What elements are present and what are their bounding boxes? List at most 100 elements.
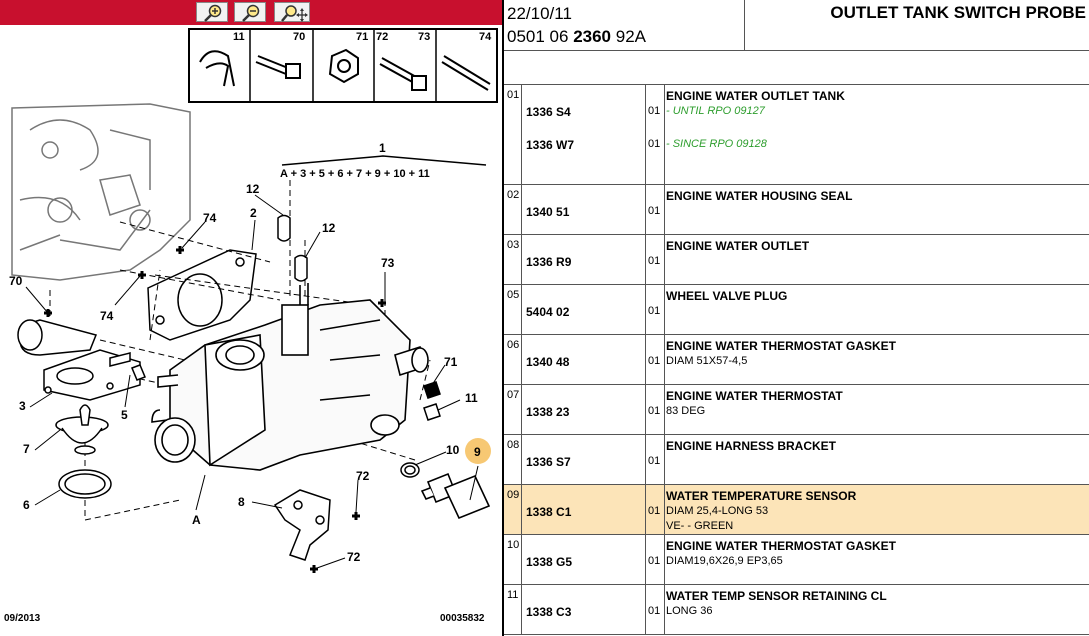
hardware-inset: 11 70 71 72 73 74 bbox=[188, 28, 498, 103]
part-reference: 1336 W7 bbox=[526, 138, 575, 152]
row-index: 07 bbox=[504, 385, 522, 434]
part-quantity: 01 bbox=[648, 505, 661, 517]
part-detail: DIAM 25,4-LONG 53 bbox=[666, 505, 769, 517]
inset-number: 70 bbox=[293, 31, 305, 43]
header-divider bbox=[504, 50, 1089, 51]
callout-label: 11 bbox=[465, 391, 478, 405]
row-index: 08 bbox=[504, 435, 522, 484]
callout-label: 9 bbox=[474, 445, 481, 459]
row-reference-cell: 1338 C1 bbox=[522, 485, 646, 534]
callout-label: 8 bbox=[238, 495, 245, 509]
row-index: 02 bbox=[504, 185, 522, 234]
zoom-pan-button[interactable] bbox=[274, 2, 310, 22]
callout-label: 70 bbox=[9, 274, 23, 288]
callout-label: 7 bbox=[23, 442, 30, 456]
row-reference-cell: 1338 C3 bbox=[522, 585, 646, 634]
callout-label: 12 bbox=[322, 221, 336, 235]
part-reference: 1338 C1 bbox=[526, 505, 572, 519]
part-name: WATER TEMP SENSOR RETAINING CL bbox=[666, 589, 887, 603]
row-quantity-cell: 01 bbox=[645, 335, 665, 384]
row-quantity-cell: 01 bbox=[645, 435, 665, 484]
row-description-cell: ENGINE WATER OUTLET TANK- UNTIL RPO 0912… bbox=[664, 85, 1089, 184]
part-quantity: 01 bbox=[648, 138, 661, 150]
zoom-move-icon bbox=[281, 5, 308, 22]
inset-number: 73 bbox=[418, 31, 430, 43]
part-reference: 1336 S4 bbox=[526, 105, 571, 119]
callout-label: 2 bbox=[250, 206, 257, 220]
part-reference: 1336 R9 bbox=[526, 255, 572, 269]
row-description-cell: ENGINE WATER OUTLET bbox=[664, 235, 1089, 284]
engine-block-drawing bbox=[11, 103, 191, 281]
callout-label: 74 bbox=[203, 211, 217, 225]
header-date: 22/10/11 bbox=[507, 4, 572, 23]
part-reference: 5404 02 bbox=[526, 305, 570, 319]
inset-number: 72 bbox=[376, 31, 388, 43]
part-quantity: 01 bbox=[648, 105, 661, 117]
zoom-in-button[interactable] bbox=[196, 2, 228, 22]
row-quantity-cell: 01 bbox=[645, 385, 665, 434]
callout-label: 72 bbox=[356, 469, 370, 483]
part-detail: 83 DEG bbox=[666, 405, 706, 417]
gasket-drawing bbox=[147, 249, 257, 341]
row-reference-cell: 1336 R9 bbox=[522, 235, 646, 284]
ref-bold: 2360 bbox=[573, 27, 612, 46]
diagram-date: 09/2013 bbox=[4, 613, 41, 624]
row-quantity-cell: 01 bbox=[645, 585, 665, 634]
small-parts-drawing bbox=[17, 214, 441, 561]
part-quantity: 01 bbox=[648, 455, 661, 467]
header-reference: 0501 06 2360 92A bbox=[507, 27, 646, 47]
row-quantity-cell: 01 bbox=[645, 485, 665, 534]
zoom-out-button[interactable] bbox=[234, 2, 266, 22]
callout-label: 74 bbox=[100, 309, 114, 323]
zoom-in-icon bbox=[204, 4, 222, 22]
part-reference: 1338 23 bbox=[526, 405, 570, 419]
row-reference-cell: 1336 S7 bbox=[522, 435, 646, 484]
group-bracket: 1 A + 3 + 5 + 6 + 7 + 9 + 10 + 11 bbox=[280, 141, 487, 180]
part-name: ENGINE WATER THERMOSTAT GASKET bbox=[666, 339, 896, 353]
table-row[interactable]: 02 1340 51 01 ENGINE WATER HOUSING SEAL bbox=[504, 185, 1089, 235]
row-index: 05 bbox=[504, 285, 522, 334]
row-quantity-cell: 01 bbox=[645, 185, 665, 234]
part-name: ENGINE WATER HOUSING SEAL bbox=[666, 189, 853, 203]
part-name: WATER TEMPERATURE SENSOR bbox=[666, 489, 857, 503]
part-name: WHEEL VALVE PLUG bbox=[666, 289, 788, 303]
callout-label: 10 bbox=[446, 443, 460, 457]
row-index: 03 bbox=[504, 235, 522, 284]
part-quantity: 01 bbox=[648, 405, 661, 417]
part-reference: 1336 S7 bbox=[526, 455, 571, 469]
ref-prefix: 0501 06 bbox=[507, 27, 569, 46]
row-description-cell: ENGINE HARNESS BRACKET bbox=[664, 435, 1089, 484]
selected-part-highlight bbox=[465, 438, 491, 464]
callout-label: 5 bbox=[121, 408, 128, 422]
row-quantity-cell: 01 bbox=[645, 535, 665, 584]
part-name: ENGINE WATER OUTLET bbox=[666, 239, 810, 253]
part-quantity: 01 bbox=[648, 555, 661, 567]
part-quantity: 01 bbox=[648, 305, 661, 317]
inset-number: 74 bbox=[479, 31, 492, 43]
diagram-toolbar bbox=[0, 0, 502, 25]
row-index: 10 bbox=[504, 535, 522, 584]
diagram-panel: 11 70 71 72 73 74 1 A + 3 + 5 + 6 + 7 + … bbox=[0, 0, 502, 636]
part-reference: 1340 48 bbox=[526, 355, 570, 369]
row-reference-cell: 1336 S4 1336 W7 bbox=[522, 85, 646, 184]
row-quantity-cell: 01 bbox=[645, 235, 665, 284]
table-row[interactable]: 05 5404 02 01 WHEEL VALVE PLUG bbox=[504, 285, 1089, 335]
group-number: 1 bbox=[379, 141, 386, 155]
part-reference: 1340 51 bbox=[526, 205, 570, 219]
part-reference: 1338 C3 bbox=[526, 605, 572, 619]
part-quantity: 01 bbox=[648, 205, 661, 217]
part-reference: 1338 G5 bbox=[526, 555, 573, 569]
group-formula: A + 3 + 5 + 6 + 7 + 9 + 10 + 11 bbox=[280, 168, 430, 180]
